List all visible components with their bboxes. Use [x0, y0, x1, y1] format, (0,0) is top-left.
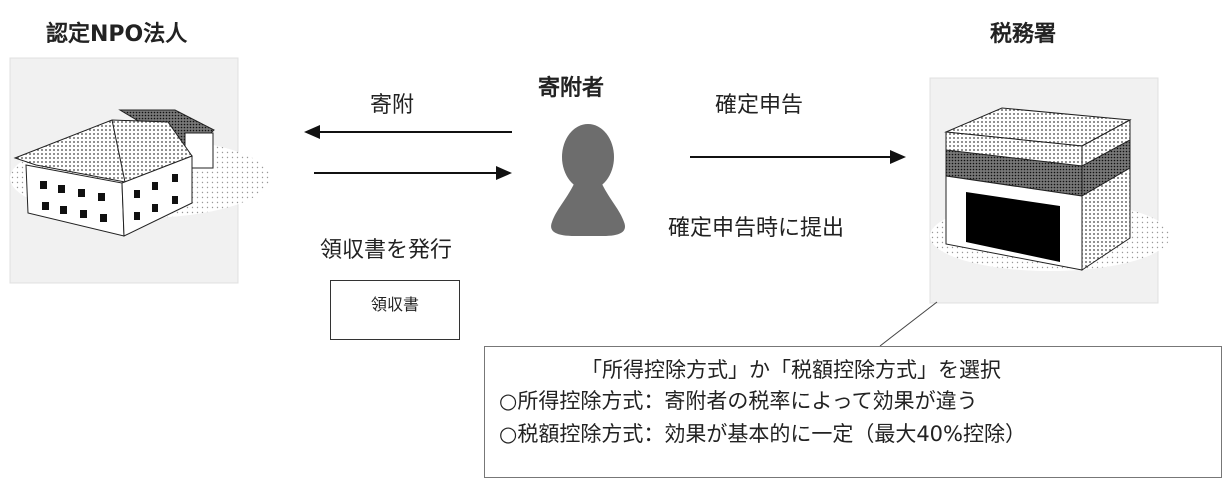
donor-title: 寄附者 [538, 76, 605, 101]
callout-pointer [879, 301, 938, 347]
note-line-tax-credit: ○税額控除方式：効果が基本的に一定（最大40%控除） [499, 422, 1026, 446]
npo-title: 認定NPO法人 [46, 22, 188, 47]
donation-label: 寄附 [370, 93, 415, 118]
receipt-issue-label: 領収書を発行 [320, 238, 453, 263]
donor-person-icon [551, 124, 626, 236]
submit-at-filing-label: 確定申告時に提出 [668, 216, 845, 241]
flow-arrows [304, 125, 906, 180]
note-heading: 「所得控除方式」か「税額控除方式」を選択 [581, 358, 1001, 382]
tax-filing-label: 確定申告 [715, 93, 804, 118]
tax-office-building-icon [929, 77, 1170, 304]
receipt-label: 領収書 [370, 295, 419, 314]
tax-office-title: 税務署 [990, 22, 1057, 47]
note-line-income-deduction: ○所得控除方式：寄附者の税率によって効果が違う [499, 389, 978, 413]
deduction-note-box: 「所得控除方式」か「税額控除方式」を選択 ○所得控除方式：寄附者の税率によって効… [484, 346, 1222, 478]
receipt-document: 領収書 [330, 280, 460, 340]
npo-building-icon [9, 57, 270, 284]
